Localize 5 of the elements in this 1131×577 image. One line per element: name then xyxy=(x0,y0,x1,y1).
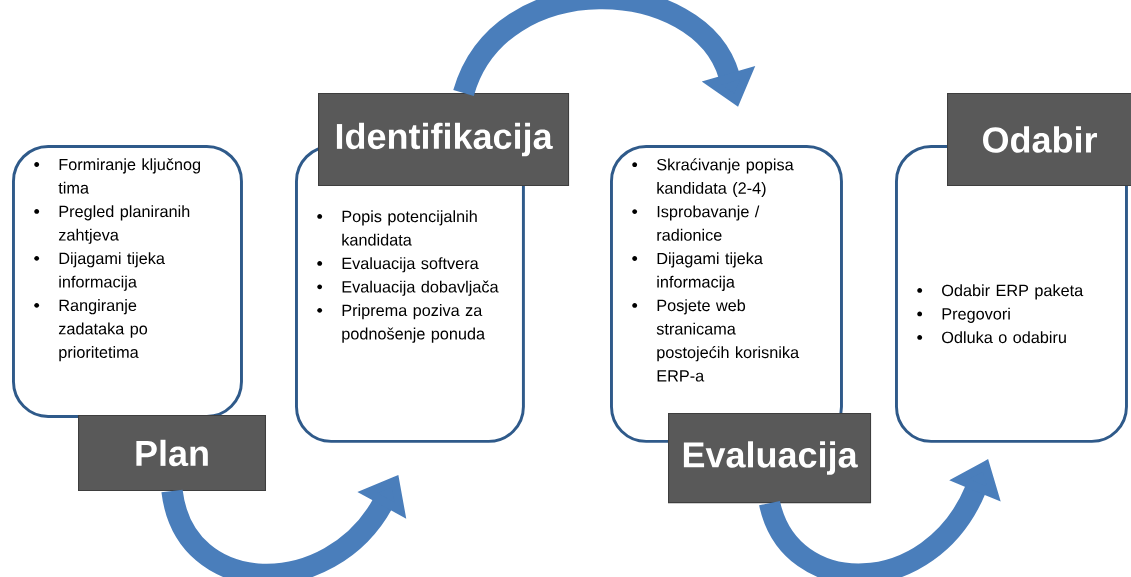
stage-header: Plan xyxy=(78,415,266,491)
list-box: Formiranje ključnog tima Pregled planiranih zahtjeva Dijagami tijeka informacija Rangiranje zadataka po prioritetima xyxy=(12,145,243,418)
stage-header: Identifikacija xyxy=(318,93,570,187)
stage-header: Odabir xyxy=(947,93,1131,187)
stage-header: Evaluacija xyxy=(668,413,872,504)
